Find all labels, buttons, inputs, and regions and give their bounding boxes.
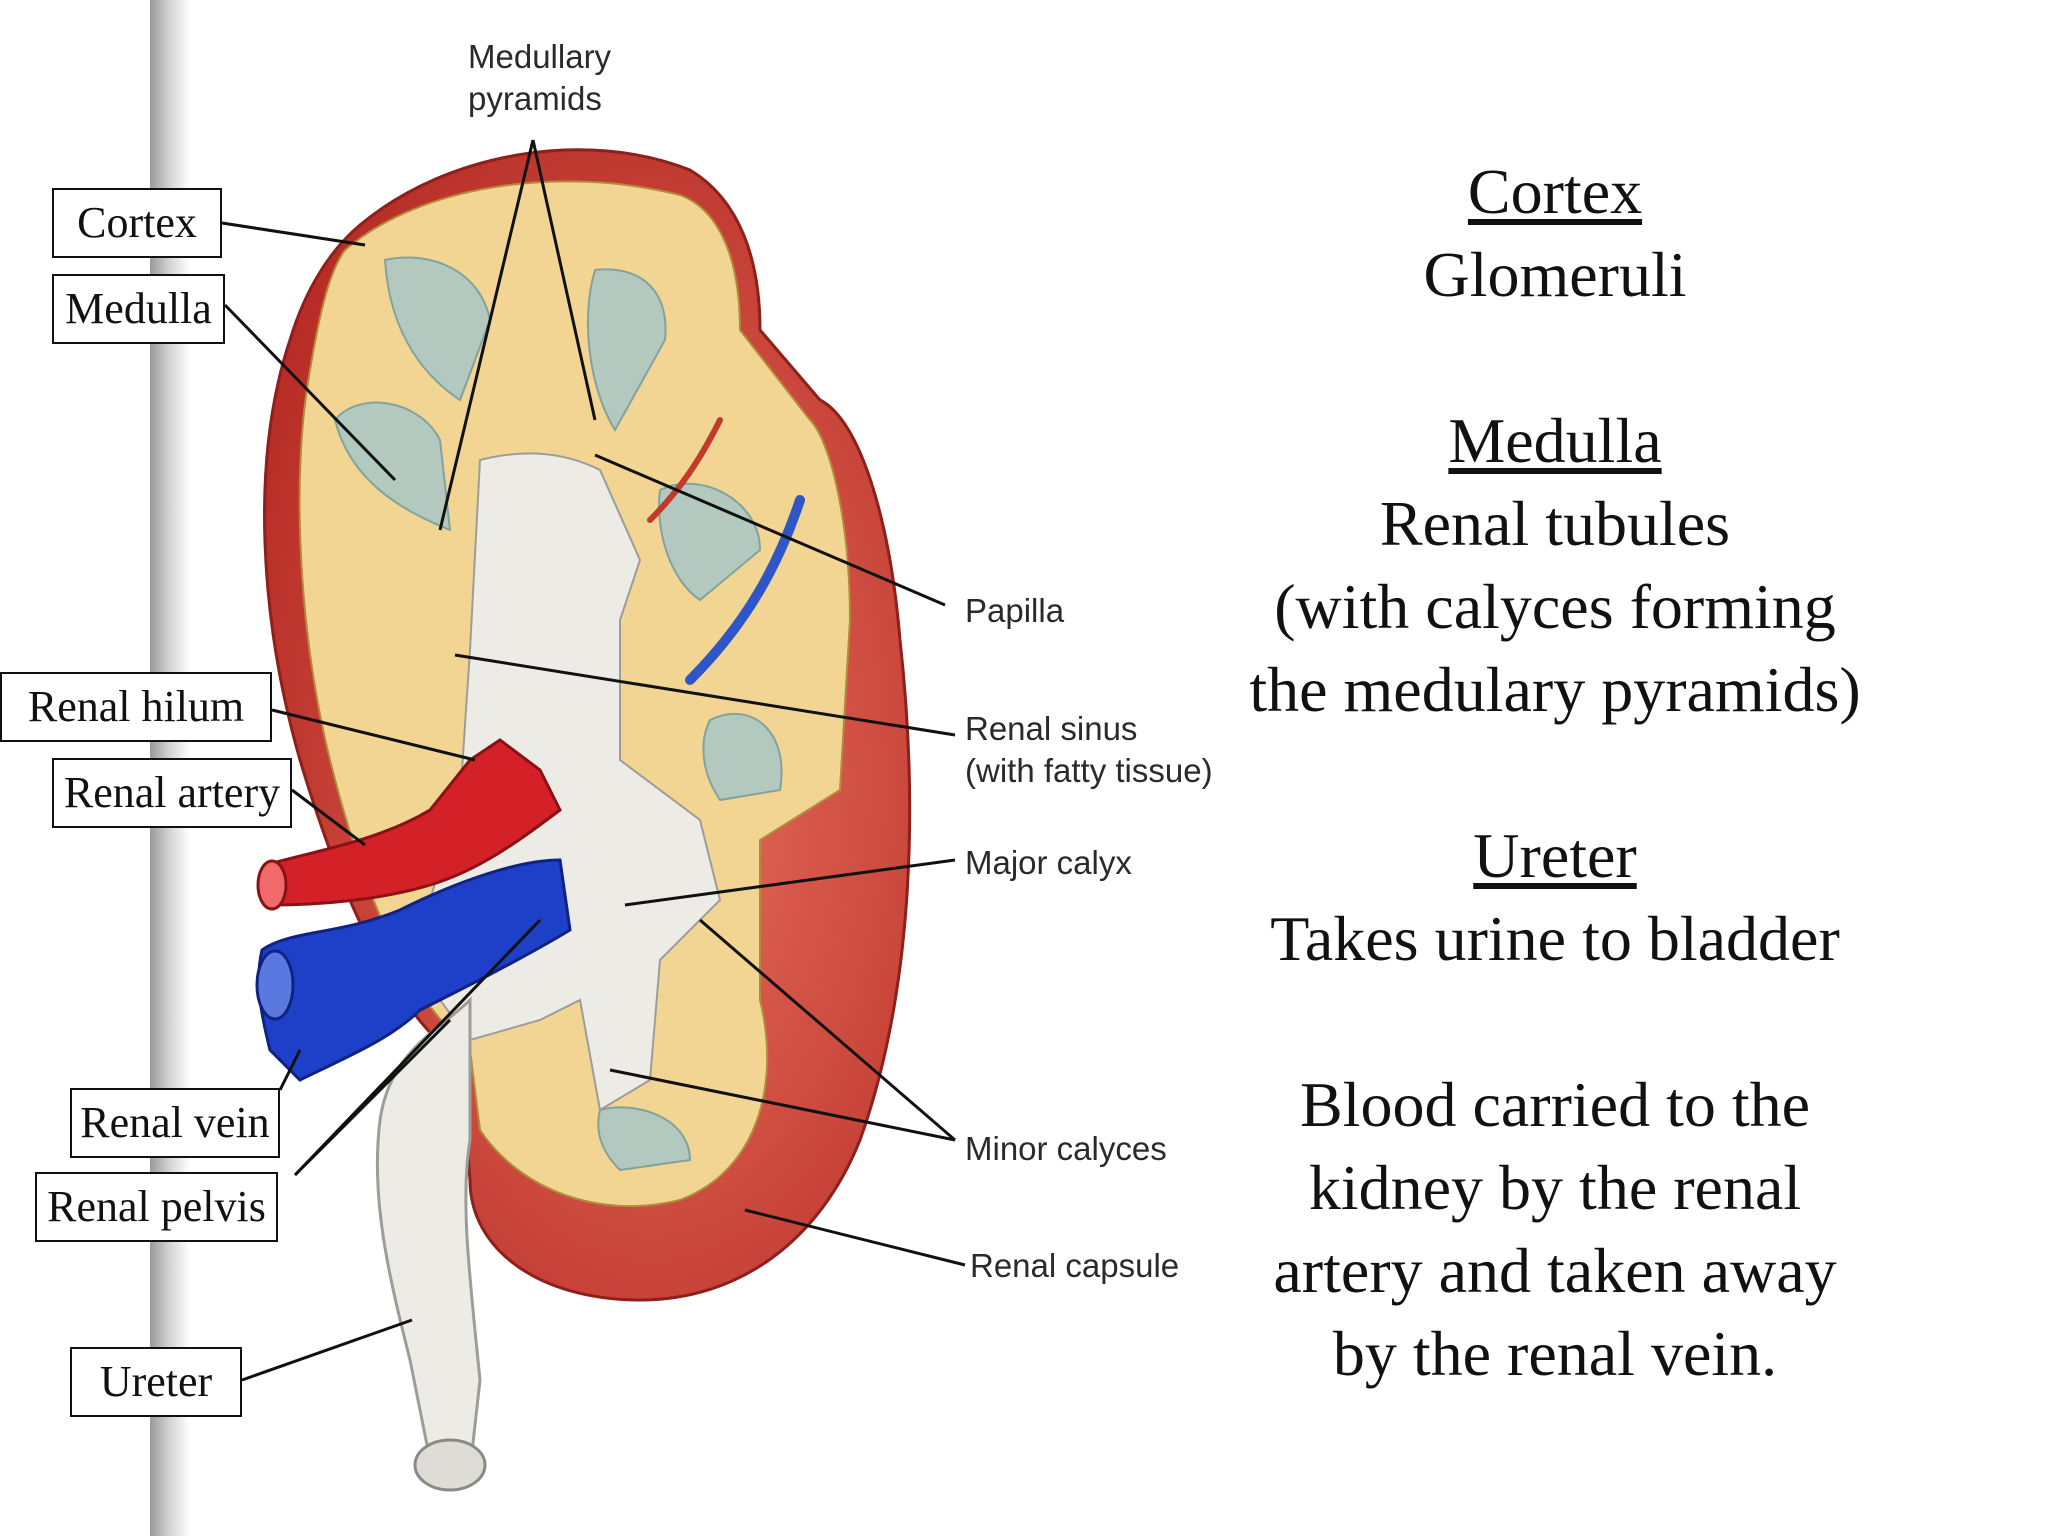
leader-major-calyx bbox=[624, 858, 956, 907]
pyramid-6 bbox=[597, 1106, 692, 1172]
ureter-end bbox=[413, 1438, 487, 1492]
label-renal-sinus-line1: Renal sinus bbox=[965, 710, 1138, 747]
label-ureter: Ureter bbox=[70, 1347, 242, 1417]
leader-minor-calyx-b bbox=[609, 1068, 956, 1142]
info-blood-line3: artery and taken away bbox=[1273, 1235, 1837, 1306]
info-medulla-heading: Medulla bbox=[1448, 405, 1662, 476]
info-blood-line4: by the renal vein. bbox=[1332, 1318, 1778, 1389]
info-cortex-text: Glomeruli bbox=[1423, 239, 1687, 310]
label-minor-calyces: Minor calyces bbox=[965, 1130, 1167, 1167]
leader-pyramids-a bbox=[438, 139, 535, 531]
pyramid-1 bbox=[383, 256, 492, 402]
info-medulla-line3: the medulary pyramids) bbox=[1249, 654, 1861, 725]
renal-vein bbox=[257, 858, 572, 1082]
label-renal-vein: Renal vein bbox=[70, 1088, 280, 1158]
leader-minor-calyx-a bbox=[699, 918, 956, 1142]
leader-medulla bbox=[223, 303, 397, 482]
interlobar-artery bbox=[647, 417, 723, 523]
label-renal-pelvis: Renal pelvis bbox=[35, 1172, 278, 1242]
info-blood-line2: kidney by the renal bbox=[1308, 1152, 1802, 1223]
label-medulla: Medulla bbox=[52, 274, 225, 344]
renal-artery-end bbox=[256, 859, 288, 911]
leader-artery bbox=[291, 788, 366, 847]
label-papilla: Papilla bbox=[965, 592, 1065, 629]
label-major-calyx: Major calyx bbox=[965, 844, 1132, 881]
leader-cortex bbox=[221, 221, 366, 247]
leader-capsule bbox=[744, 1208, 966, 1267]
info-cortex-heading: Cortex bbox=[1467, 156, 1643, 227]
medullary-pyramids bbox=[333, 256, 783, 1172]
leader-hilum bbox=[271, 708, 476, 762]
leader-lines bbox=[221, 139, 966, 1382]
renal-artery bbox=[263, 738, 562, 907]
leader-pyramids-b bbox=[531, 139, 597, 421]
leader-sinus bbox=[454, 653, 956, 737]
leader-ureter bbox=[241, 1318, 413, 1382]
leader-pelvis-b bbox=[293, 1018, 452, 1177]
ureter bbox=[375, 996, 482, 1472]
pyramid-4 bbox=[658, 482, 762, 602]
info-ureter-heading: Ureter bbox=[1473, 820, 1637, 891]
info-panel: Cortex Glomeruli Medulla Renal tubules (… bbox=[1230, 150, 1880, 1395]
label-renal-sinus-line2: (with fatty tissue) bbox=[965, 752, 1213, 789]
pyramid-2 bbox=[333, 401, 452, 532]
info-medulla-line1: Renal tubules bbox=[1379, 488, 1731, 559]
leader-vein bbox=[278, 1049, 302, 1091]
label-medullary-pyramids: Medullary pyramids bbox=[468, 36, 612, 120]
label-renal-capsule: Renal capsule bbox=[970, 1247, 1180, 1284]
label-renal-hilum: Renal hilum bbox=[0, 672, 272, 742]
pyramid-5 bbox=[702, 712, 783, 802]
label-medullary-pyramids-line2: pyramids bbox=[468, 80, 602, 117]
leader-papilla bbox=[594, 453, 946, 607]
info-medulla-line2: (with calyces forming bbox=[1274, 571, 1836, 642]
info-ureter-text: Takes urine to bladder bbox=[1270, 903, 1840, 974]
renal-vein-end bbox=[255, 949, 295, 1021]
label-medullary-pyramids-line1: Medullary bbox=[468, 38, 612, 75]
pyramid-3 bbox=[587, 268, 667, 432]
label-cortex: Cortex bbox=[52, 188, 222, 258]
label-renal-sinus: Renal sinus (with fatty tissue) bbox=[965, 708, 1213, 792]
info-blood-line1: Blood carried to the bbox=[1299, 1069, 1811, 1140]
label-renal-artery: Renal artery bbox=[52, 758, 292, 828]
interlobar-vein bbox=[685, 495, 805, 685]
